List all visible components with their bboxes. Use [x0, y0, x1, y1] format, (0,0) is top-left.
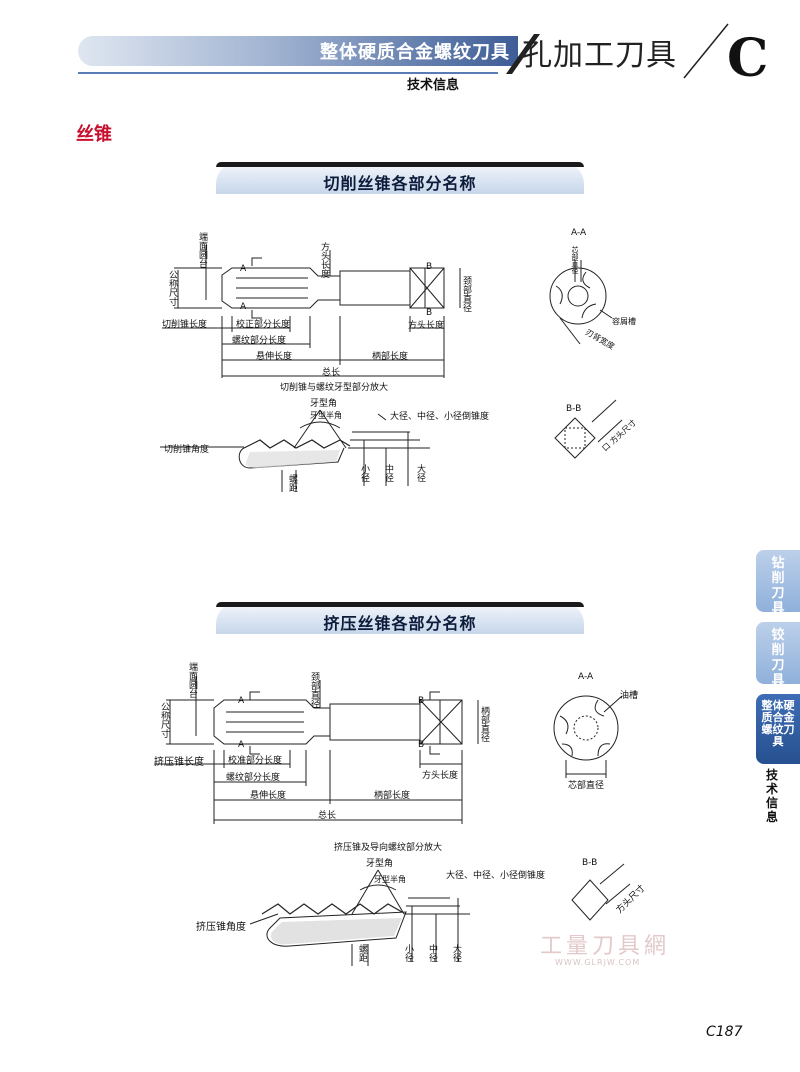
cut-square-len-top-label: 方头长度 — [319, 242, 329, 278]
cut-band: 切削丝锥各部分名称 — [216, 162, 584, 194]
form-square-len-label: 方头长度 — [422, 771, 459, 781]
form-band-title: 挤压丝锥各部分名称 — [323, 614, 477, 633]
cut-total-label: 总长 — [322, 368, 341, 378]
header-slashes — [506, 23, 729, 79]
cut-thread-angle-label: 牙型角 — [310, 399, 338, 409]
cut-core-label: 芯部直径 — [571, 246, 579, 274]
cut-taper-note-label: 大径、中径、小径倒锥度 — [390, 412, 490, 422]
form-overhang-label: 悬伸长度 — [250, 791, 287, 801]
form-aa-label: A-A — [578, 672, 594, 682]
cut-band-title: 切削丝锥各部分名称 — [323, 174, 477, 193]
cut-nominal-label: 公称尺寸 — [167, 270, 177, 306]
form-cut-len-label: 挤压锥长度 — [154, 757, 204, 768]
header-underline — [78, 72, 498, 74]
cut-enlarge-label: 切削锥与螺纹牙型部分放大 — [280, 383, 389, 393]
cut-chamfer-angle-label: 切削锥角度 — [164, 445, 210, 455]
form-oil-label: 油槽 — [620, 691, 639, 701]
form-bb-label: B-B — [582, 858, 598, 868]
header-title: 整体硬质合金螺纹刀具 — [320, 42, 510, 63]
form-enlarge-label: 挤压锥及导向螺纹部分放大 — [334, 843, 443, 853]
form-minor-label: 小径 — [403, 944, 413, 962]
tab-thread-label: 整体硬质合金螺纹刀具 — [761, 699, 795, 748]
cut-calib-label: 校正部分长度 — [236, 320, 291, 330]
cut-flute-label: 容屑槽 — [612, 317, 636, 326]
tab-ream[interactable]: 铰削刀具 — [756, 622, 800, 688]
form-major-label: 大径 — [451, 944, 461, 962]
cut-overhang-label: 悬伸长度 — [256, 352, 293, 362]
header-category: 孔加工刀具 — [522, 38, 677, 73]
form-a-bottom: A — [238, 740, 245, 750]
form-shank-label: 柄部长度 — [374, 791, 411, 801]
cut-b-top: B — [426, 262, 433, 272]
form-chamfer-angle-label: 挤压锥角度 — [196, 922, 246, 933]
cut-half-angle-label: 牙型半角 — [310, 411, 342, 420]
cut-shank-label: 柄部长度 — [372, 352, 409, 362]
header-letter: C — [727, 28, 769, 89]
cut-end-chamfer-label: 端面圆台 — [197, 232, 207, 268]
form-calib-label: 校准部分长度 — [228, 756, 283, 766]
form-total-label: 总长 — [318, 811, 337, 821]
cut-cut-len-label: 切削锥长度 — [162, 320, 208, 330]
cut-minor-label: 小径 — [359, 464, 369, 482]
form-pitch-dia-label: 中径 — [427, 944, 437, 962]
form-neck-dia-label: 颈部直径 — [309, 672, 319, 708]
form-thread-len-label: 螺纹部分长度 — [226, 773, 281, 783]
form-nominal-label: 公称尺寸 — [159, 702, 169, 738]
form-b-bottom: B — [418, 740, 425, 750]
section-title: 丝锥 — [76, 124, 112, 145]
cut-square-len-label: 方头长度 — [408, 321, 445, 331]
cut-aa-label: A-A — [571, 228, 587, 238]
cut-neck-dia-label: 颈部直径 — [461, 276, 471, 312]
tab-tech-label: 技术信息 — [765, 768, 778, 824]
tab-ream-label: 铰削刀具 — [771, 628, 785, 688]
form-core-label: 芯部直径 — [568, 781, 605, 791]
cut-major-label: 大径 — [415, 464, 425, 482]
cut-a-bottom: A — [240, 302, 247, 312]
form-b-top: B — [418, 696, 425, 706]
form-a-top: A — [238, 696, 245, 706]
tab-tech[interactable]: 技术信息 — [758, 768, 786, 824]
form-taper-note-label: 大径、中径、小径倒锥度 — [446, 871, 546, 881]
form-thread-angle-label: 牙型角 — [366, 859, 394, 869]
cut-pitch-dia-label: 中径 — [383, 464, 393, 482]
cut-thread-len-label: 螺纹部分长度 — [232, 336, 287, 346]
form-shank-dia-label: 柄部直径 — [479, 706, 489, 742]
page-number: C187 — [706, 1024, 743, 1040]
header-bar — [78, 36, 518, 66]
watermark-url: WWW.GLRJW.COM — [555, 958, 641, 967]
form-end-chamfer-label: 端面圆台 — [187, 662, 197, 698]
form-band: 挤压丝锥各部分名称 — [216, 602, 584, 634]
tab-drill[interactable]: 钻削刀具 — [756, 550, 800, 616]
watermark-main: 工量刀具網 — [540, 934, 671, 959]
tab-drill-label: 钻削刀具 — [771, 556, 785, 616]
cut-a-top: A — [240, 264, 247, 274]
cut-pitch-label: 螺距 — [287, 474, 297, 492]
cut-b-bottom: B — [426, 308, 433, 318]
tab-thread[interactable]: 整体硬质合金螺纹刀具 — [756, 694, 800, 764]
cut-bb-label: B-B — [566, 404, 582, 414]
header-subtitle: 技术信息 — [407, 78, 460, 93]
form-half-angle-label: 牙型半角 — [374, 875, 406, 884]
form-pitch-label: 螺距 — [357, 944, 367, 962]
